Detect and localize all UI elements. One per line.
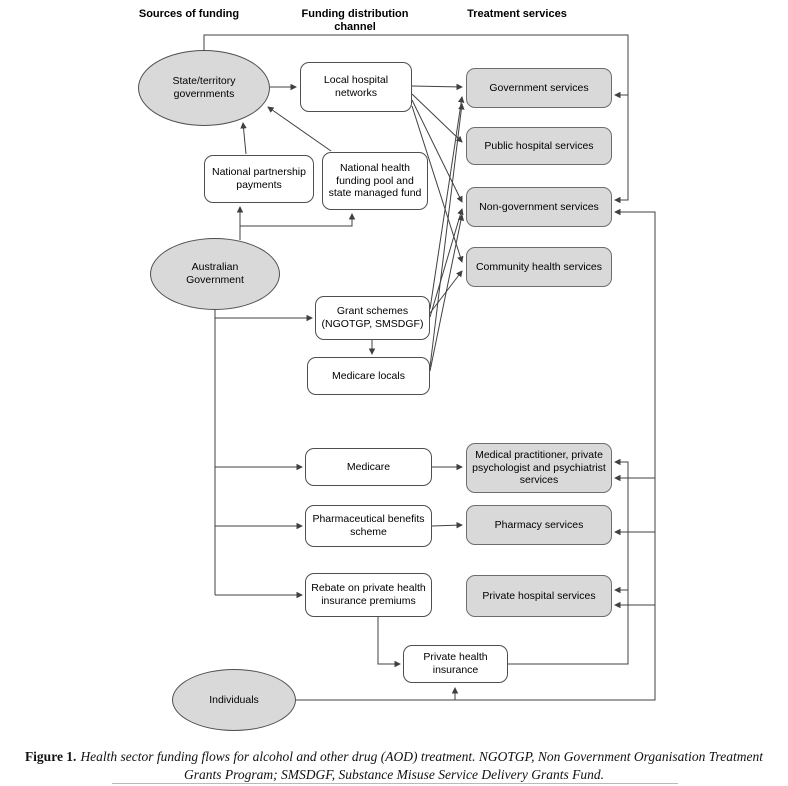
figure-caption-text: Health sector funding flows for alcohol … (80, 749, 764, 782)
edge-individuals-trunk (296, 208, 656, 701)
node-community-health-services-label: Community health services (475, 260, 603, 273)
edge-rebate-to-phi (377, 617, 401, 668)
edge-pbs-to-pharmacy (431, 521, 463, 529)
node-public-hospital-services-label: Public hospital services (484, 139, 594, 152)
node-australian-government: Australian Government (150, 238, 280, 310)
node-medicare-label: Medicare (346, 460, 391, 473)
node-non-government-services: Non-government services (466, 187, 612, 227)
figure-caption-number: Figure 1. (24, 749, 77, 764)
node-medical-practitioner-services: Medical practitioner, private psychologi… (466, 443, 612, 493)
node-local-hospital-networks-label: Local hospital networks (323, 74, 389, 99)
node-state-territory-governments: State/territory governments (138, 50, 270, 126)
node-individuals: Individuals (172, 669, 296, 731)
node-private-hospital-services-label: Private hospital services (482, 589, 596, 602)
node-pharmacy-services: Pharmacy services (466, 505, 612, 545)
node-rebate-private-health-insurance-premiums-label: Rebate on private health insurance premi… (311, 582, 426, 607)
edge-lhn-to-gov (411, 83, 463, 91)
edge-npp-to-state (240, 122, 247, 155)
node-medicare: Medicare (305, 448, 432, 486)
node-government-services-label: Government services (489, 81, 589, 94)
node-pharmacy-services-label: Pharmacy services (494, 518, 584, 531)
node-non-government-services-label: Non-government services (479, 200, 599, 213)
column-header-funding-distribution-channel: Funding distribution channel (301, 8, 409, 33)
node-national-health-funding-pool-label: National health funding pool and state m… (328, 161, 422, 200)
node-grant-schemes: Grant schemes (NGOTGP, SMSDGF) (315, 296, 430, 340)
edge-lhn-to-nongov (411, 99, 463, 203)
node-medicare-locals: Medicare locals (307, 357, 430, 395)
node-pharmaceutical-benefits-scheme-label: Pharmaceutical benefits scheme (312, 513, 425, 538)
node-pharmaceutical-benefits-scheme: Pharmaceutical benefits scheme (305, 505, 432, 547)
node-local-hospital-networks: Local hospital networks (300, 62, 412, 112)
node-medicare-locals-label: Medicare locals (332, 369, 405, 382)
node-australian-government-label: Australian Government (186, 261, 244, 286)
node-grant-schemes-label: Grant schemes (NGOTGP, SMSDGF) (321, 305, 424, 330)
node-private-health-insurance-label: Private health insurance (423, 651, 488, 676)
edge-ml-to-gov (429, 103, 465, 368)
node-public-hospital-services: Public hospital services (466, 127, 612, 165)
node-government-services: Government services (466, 68, 612, 108)
column-header-sources-of-funding: Sources of funding (138, 8, 240, 20)
node-private-health-insurance: Private health insurance (403, 645, 508, 683)
node-state-territory-governments-label: State/territory governments (172, 75, 236, 100)
bottom-rule (112, 783, 678, 784)
edge-pool-to-state (267, 106, 332, 152)
node-rebate-private-health-insurance-premiums: Rebate on private health insurance premi… (305, 573, 432, 617)
node-community-health-services: Community health services (466, 247, 612, 287)
node-national-partnership-payments: National partnership payments (204, 155, 314, 203)
figure-caption: Figure 1.Health sector funding flows for… (12, 748, 776, 783)
edge-state-trunk-top (203, 34, 629, 204)
edge-lhn-to-pubhosp (411, 93, 463, 143)
edge-ml-to-nongov (429, 214, 465, 372)
edge-grants-to-gov (429, 96, 465, 310)
edge-grants-to-nongov (429, 208, 464, 318)
edge-ausgov-to-pool (240, 213, 356, 227)
node-medical-practitioner-services-label: Medical practitioner, private psychologi… (472, 448, 606, 487)
node-national-health-funding-pool: National health funding pool and state m… (322, 152, 428, 210)
edge-phi-trunk (508, 458, 629, 665)
node-individuals-label: Individuals (209, 693, 259, 706)
node-national-partnership-payments-label: National partnership payments (212, 166, 306, 191)
column-header-treatment-services: Treatment services (467, 8, 567, 20)
node-private-hospital-services: Private hospital services (466, 575, 612, 617)
